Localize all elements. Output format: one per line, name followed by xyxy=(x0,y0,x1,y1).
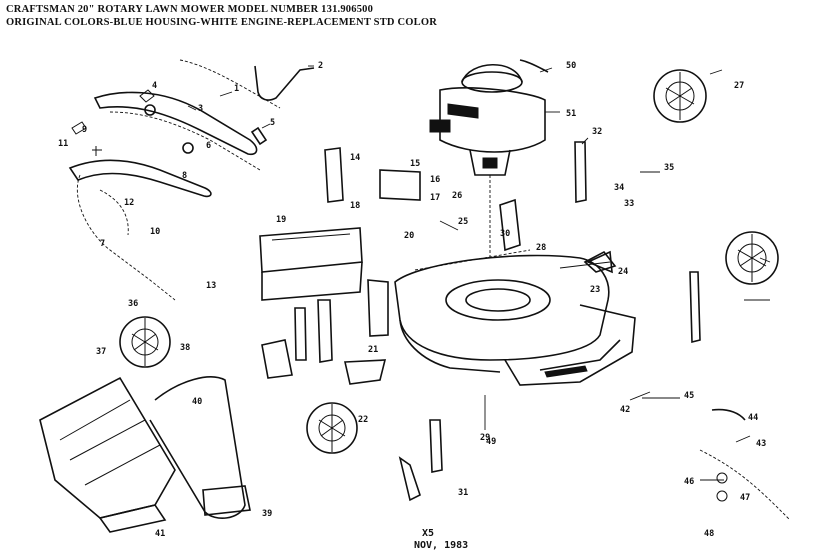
discharge-chute-arrow xyxy=(585,250,613,274)
grass-catcher-bag xyxy=(39,376,176,533)
callout-22: 22 xyxy=(358,415,368,425)
callout-25: 25 xyxy=(458,217,468,227)
grass-catcher-frame xyxy=(149,376,251,519)
callout-32: 32 xyxy=(592,127,602,137)
wheel-front-left xyxy=(306,402,358,454)
callout-27: 27 xyxy=(734,81,744,91)
callout-14: 14 xyxy=(350,153,360,163)
callout-3: 3 xyxy=(198,104,203,114)
callout-41: 41 xyxy=(155,529,165,539)
callout-33: 33 xyxy=(624,199,634,209)
callout-2: 2 xyxy=(318,61,323,71)
callout-1: 1 xyxy=(234,84,239,94)
callout-20: 20 xyxy=(404,231,414,241)
callout-43: 43 xyxy=(756,439,766,449)
height-adjuster-brackets xyxy=(261,141,701,502)
callout-30: 30 xyxy=(500,229,510,239)
callout-18: 18 xyxy=(350,201,360,211)
callout-44: 44 xyxy=(748,413,758,423)
callout-19: 19 xyxy=(276,215,286,225)
callout-24: 24 xyxy=(618,267,628,277)
callout-42: 42 xyxy=(620,405,630,415)
deck-housing xyxy=(394,249,636,386)
callout-28: 28 xyxy=(536,243,546,253)
callout-48: 48 xyxy=(704,529,714,539)
callout-36: 36 xyxy=(128,299,138,309)
callout-15: 15 xyxy=(410,159,420,169)
callout-17: 17 xyxy=(430,193,440,203)
callout-40: 40 xyxy=(192,397,202,407)
callout-5: 5 xyxy=(270,118,275,128)
wheel-front-right xyxy=(653,69,707,123)
callout-13: 13 xyxy=(206,281,216,291)
callout-47: 47 xyxy=(740,493,750,503)
callout-12: 12 xyxy=(124,198,134,208)
revision-code: X5 xyxy=(422,528,435,539)
callout-26: 26 xyxy=(452,191,462,201)
callout-11: 11 xyxy=(58,139,68,149)
wheel-rear-right xyxy=(725,231,779,285)
callout-10: 10 xyxy=(150,227,160,237)
callout-46: 46 xyxy=(684,477,694,487)
callout-50: 50 xyxy=(566,61,576,71)
callout-37: 37 xyxy=(96,347,106,357)
rear-wheel-right-detail xyxy=(699,408,791,521)
callout-23: 23 xyxy=(590,285,600,295)
callout-49: 49 xyxy=(486,437,496,447)
callout-29: 29 xyxy=(480,433,490,443)
upper-handle xyxy=(68,59,315,301)
engine xyxy=(429,59,549,260)
callout-34: 34 xyxy=(614,183,624,193)
callout-31: 31 xyxy=(458,488,468,498)
callout-21: 21 xyxy=(368,345,378,355)
callout-45: 45 xyxy=(684,391,694,401)
revision-date: NOV, 1983 xyxy=(414,540,469,551)
callout-38: 38 xyxy=(180,343,190,353)
callout-51: 51 xyxy=(566,109,576,119)
callout-35: 35 xyxy=(664,163,674,173)
callout-39: 39 xyxy=(262,509,272,519)
callout-4: 4 xyxy=(152,81,157,91)
callout-9: 9 xyxy=(82,125,87,135)
callout-16: 16 xyxy=(430,175,440,185)
rear-baffle xyxy=(259,227,363,301)
leader-lines xyxy=(187,65,771,481)
callout-labels: 1 2 3 4 5 6 7 8 9 10 11 12 13 14 15 16 1… xyxy=(58,61,766,539)
callout-7: 7 xyxy=(100,239,105,249)
diagram-title: CRAFTSMAN 20" ROTARY LAWN MOWER MODEL NU… xyxy=(6,4,374,15)
wheel-rear-left xyxy=(119,316,171,368)
diagram-subtitle: ORIGINAL COLORS-BLUE HOUSING-WHITE ENGIN… xyxy=(6,17,438,28)
callout-6: 6 xyxy=(206,141,211,151)
callout-8: 8 xyxy=(182,171,187,181)
